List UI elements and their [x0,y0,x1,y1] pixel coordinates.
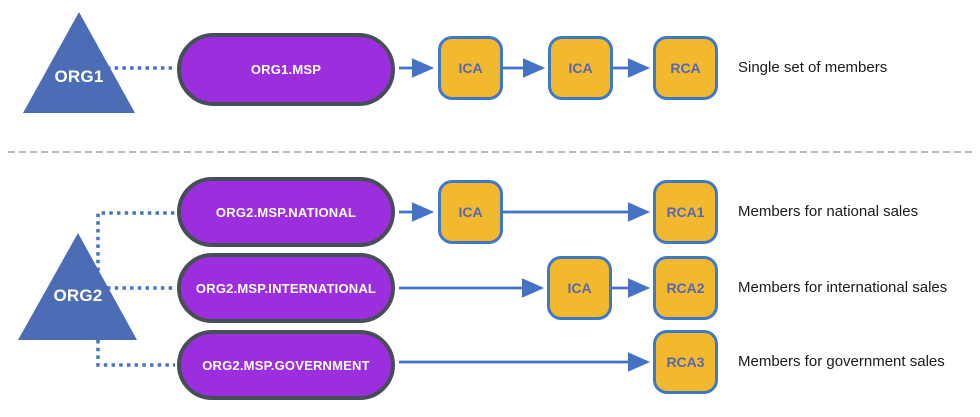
org2-label: ORG2 [53,286,103,305]
ca-box-international-ica: ICA [547,256,612,320]
ca-box-government-rca3: RCA3 [653,330,718,394]
ca-box-org1-ica2: ICA [548,36,613,100]
caption-government: Members for government sales [738,353,945,370]
org2-triangle-shape [18,233,137,340]
caption-single-set: Single set of members [738,59,888,76]
msp-pill-org1: ORG1.MSP [177,33,395,106]
org1-triangle-shape [23,12,135,113]
ca-box-national-rca1: RCA1 [653,180,718,244]
msp-pill-org2-national: ORG2.MSP.NATIONAL [177,177,395,247]
ca-box-international-rca2: RCA2 [653,256,718,320]
msp-pill-org2-government: ORG2.MSP.GOVERNMENT [177,330,395,400]
ca-box-national-ica: ICA [438,180,503,244]
org2-national-dotted-connector [96,211,175,271]
caption-international: Members for international sales [738,279,948,296]
caption-national: Members for national sales [738,203,919,220]
ca-box-org1-ica1: ICA [438,36,503,100]
org1-label: ORG1 [54,67,104,86]
msp-pill-org2-international: ORG2.MSP.INTERNATIONAL [177,253,395,323]
org2-government-dotted-connector [96,340,175,367]
ca-box-org1-rca: RCA [653,36,718,100]
